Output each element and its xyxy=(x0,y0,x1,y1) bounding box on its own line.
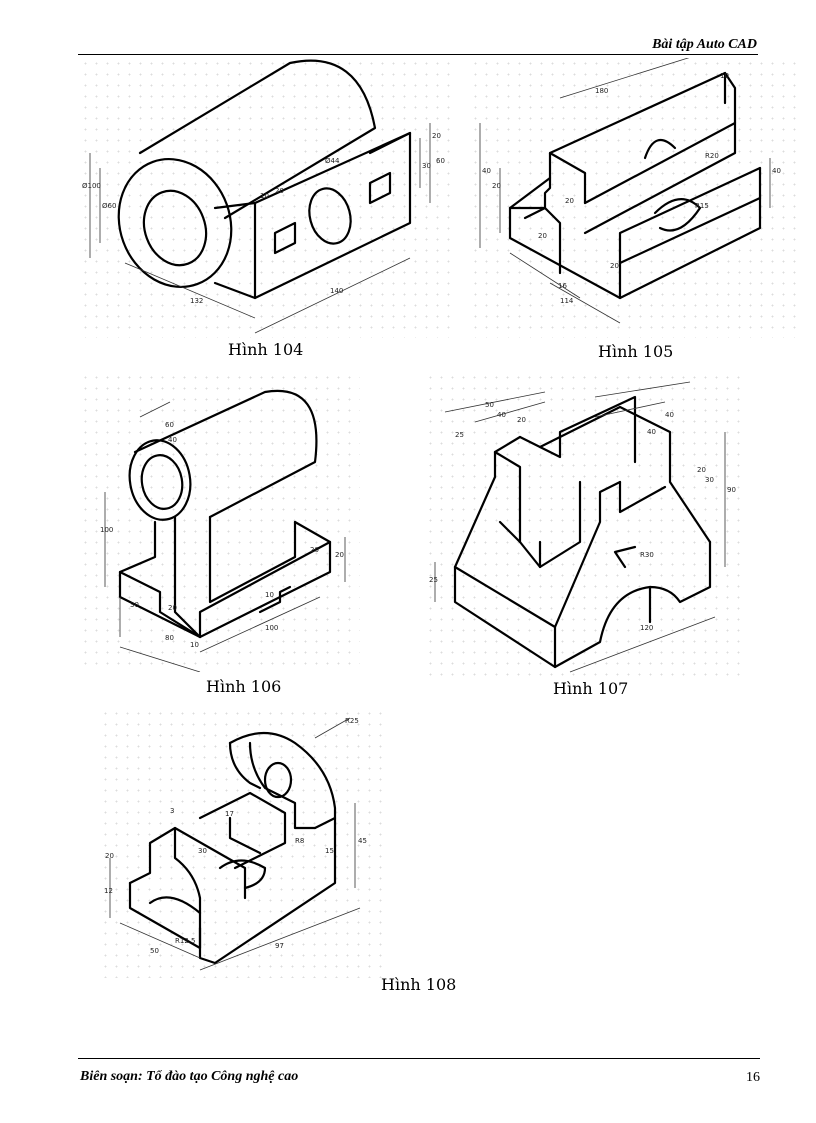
dim-label: 3 xyxy=(170,807,174,815)
figure-caption: Hình 105 xyxy=(598,342,674,361)
dim-label: 30 xyxy=(422,162,431,170)
dim-label: 40 xyxy=(482,167,491,175)
figure-caption: Hình 107 xyxy=(553,679,629,698)
dim-label: 20 xyxy=(610,262,619,270)
dim-label: 90 xyxy=(727,486,736,494)
dim-label: 50 xyxy=(485,401,494,409)
figure-104-drawing: Ø100 Ø60 Ø44 10 20 20 30 60 132 140 xyxy=(80,58,450,343)
dim-label: 100 xyxy=(100,526,113,534)
dim-label: 40 xyxy=(497,411,506,419)
dim-label: 20 xyxy=(565,197,574,205)
dim-label: 16 xyxy=(558,282,567,290)
dim-label: 45 xyxy=(358,837,367,845)
dim-label: 80 xyxy=(165,634,174,642)
dim-label: Ø100 xyxy=(82,182,101,190)
dim-label: 60 xyxy=(436,157,445,165)
footer-author: Biên soạn: Tổ đào tạo Công nghệ cao xyxy=(80,1069,299,1084)
dim-label: R25 xyxy=(345,717,359,725)
figure-caption: Hình 104 xyxy=(228,340,304,359)
header-divider xyxy=(78,54,758,55)
dim-label: 20 xyxy=(310,546,319,554)
dim-label: 10 xyxy=(720,72,729,80)
figure-caption: Hình 106 xyxy=(206,677,282,696)
dim-label: R8 xyxy=(295,837,304,845)
dim-label: 30 xyxy=(198,847,207,855)
dim-label: 20 xyxy=(517,416,526,424)
dim-label: 20 xyxy=(335,551,344,559)
dim-label: 20 xyxy=(432,132,441,140)
dim-label: 40 xyxy=(665,411,674,419)
dim-label: 40 xyxy=(772,167,781,175)
grid-background xyxy=(100,708,390,978)
dim-label: 20 xyxy=(275,187,284,195)
dim-label: 25 xyxy=(455,431,464,439)
dim-label: 120 xyxy=(640,624,653,632)
dim-label: 20 xyxy=(168,604,177,612)
dim-label: 180 xyxy=(595,87,608,95)
dim-label: 25 xyxy=(429,576,438,584)
figure-106-drawing: 60 40 100 20 20 30 20 10 80 100 10 xyxy=(80,372,360,672)
dim-label: 40 xyxy=(647,428,656,436)
page-number: 16 xyxy=(746,1070,760,1085)
dim-label: 10 xyxy=(190,641,199,649)
dim-label: 17 xyxy=(225,810,234,818)
dim-label: 20 xyxy=(492,182,501,190)
dim-label: 20 xyxy=(105,852,114,860)
dim-label: 40 xyxy=(168,436,177,444)
dim-label: 114 xyxy=(560,297,574,305)
header-title: Bài tập Auto CAD xyxy=(652,37,757,52)
dim-label: Ø60 xyxy=(102,202,116,210)
dim-label: R20 xyxy=(705,152,719,160)
dim-label: R30 xyxy=(640,551,654,559)
dim-label: 140 xyxy=(330,287,343,295)
dim-label: 20 xyxy=(538,232,547,240)
figure-caption: Hình 108 xyxy=(381,975,457,994)
dim-label: 60 xyxy=(165,421,174,429)
dim-label: 30 xyxy=(130,601,139,609)
figure-108-drawing: R25 3 17 20 30 R8 15 45 12 R12.5 50 97 xyxy=(100,708,390,983)
dim-label: R12.5 xyxy=(175,937,195,945)
footer-divider xyxy=(78,1058,760,1059)
figure-107-drawing: 50 40 20 25 40 40 20 30 90 R30 25 120 xyxy=(425,372,745,682)
dim-label: 10 xyxy=(265,591,274,599)
dim-label: 132 xyxy=(190,297,203,305)
dim-label: Ø44 xyxy=(325,157,340,165)
dim-label: 100 xyxy=(265,624,278,632)
grid-background xyxy=(80,372,360,672)
dim-label: 12 xyxy=(104,887,113,895)
dim-label: R15 xyxy=(695,202,709,210)
dim-label: 50 xyxy=(150,947,159,955)
dim-label: 10 xyxy=(260,192,269,200)
dim-label: 20 xyxy=(697,466,706,474)
dim-label: 15 xyxy=(325,847,334,855)
dim-label: 30 xyxy=(705,476,714,484)
dim-label: 97 xyxy=(275,942,284,950)
figure-105-drawing: 180 10 40 20 20 R20 R15 20 20 40 16 114 xyxy=(470,58,800,343)
